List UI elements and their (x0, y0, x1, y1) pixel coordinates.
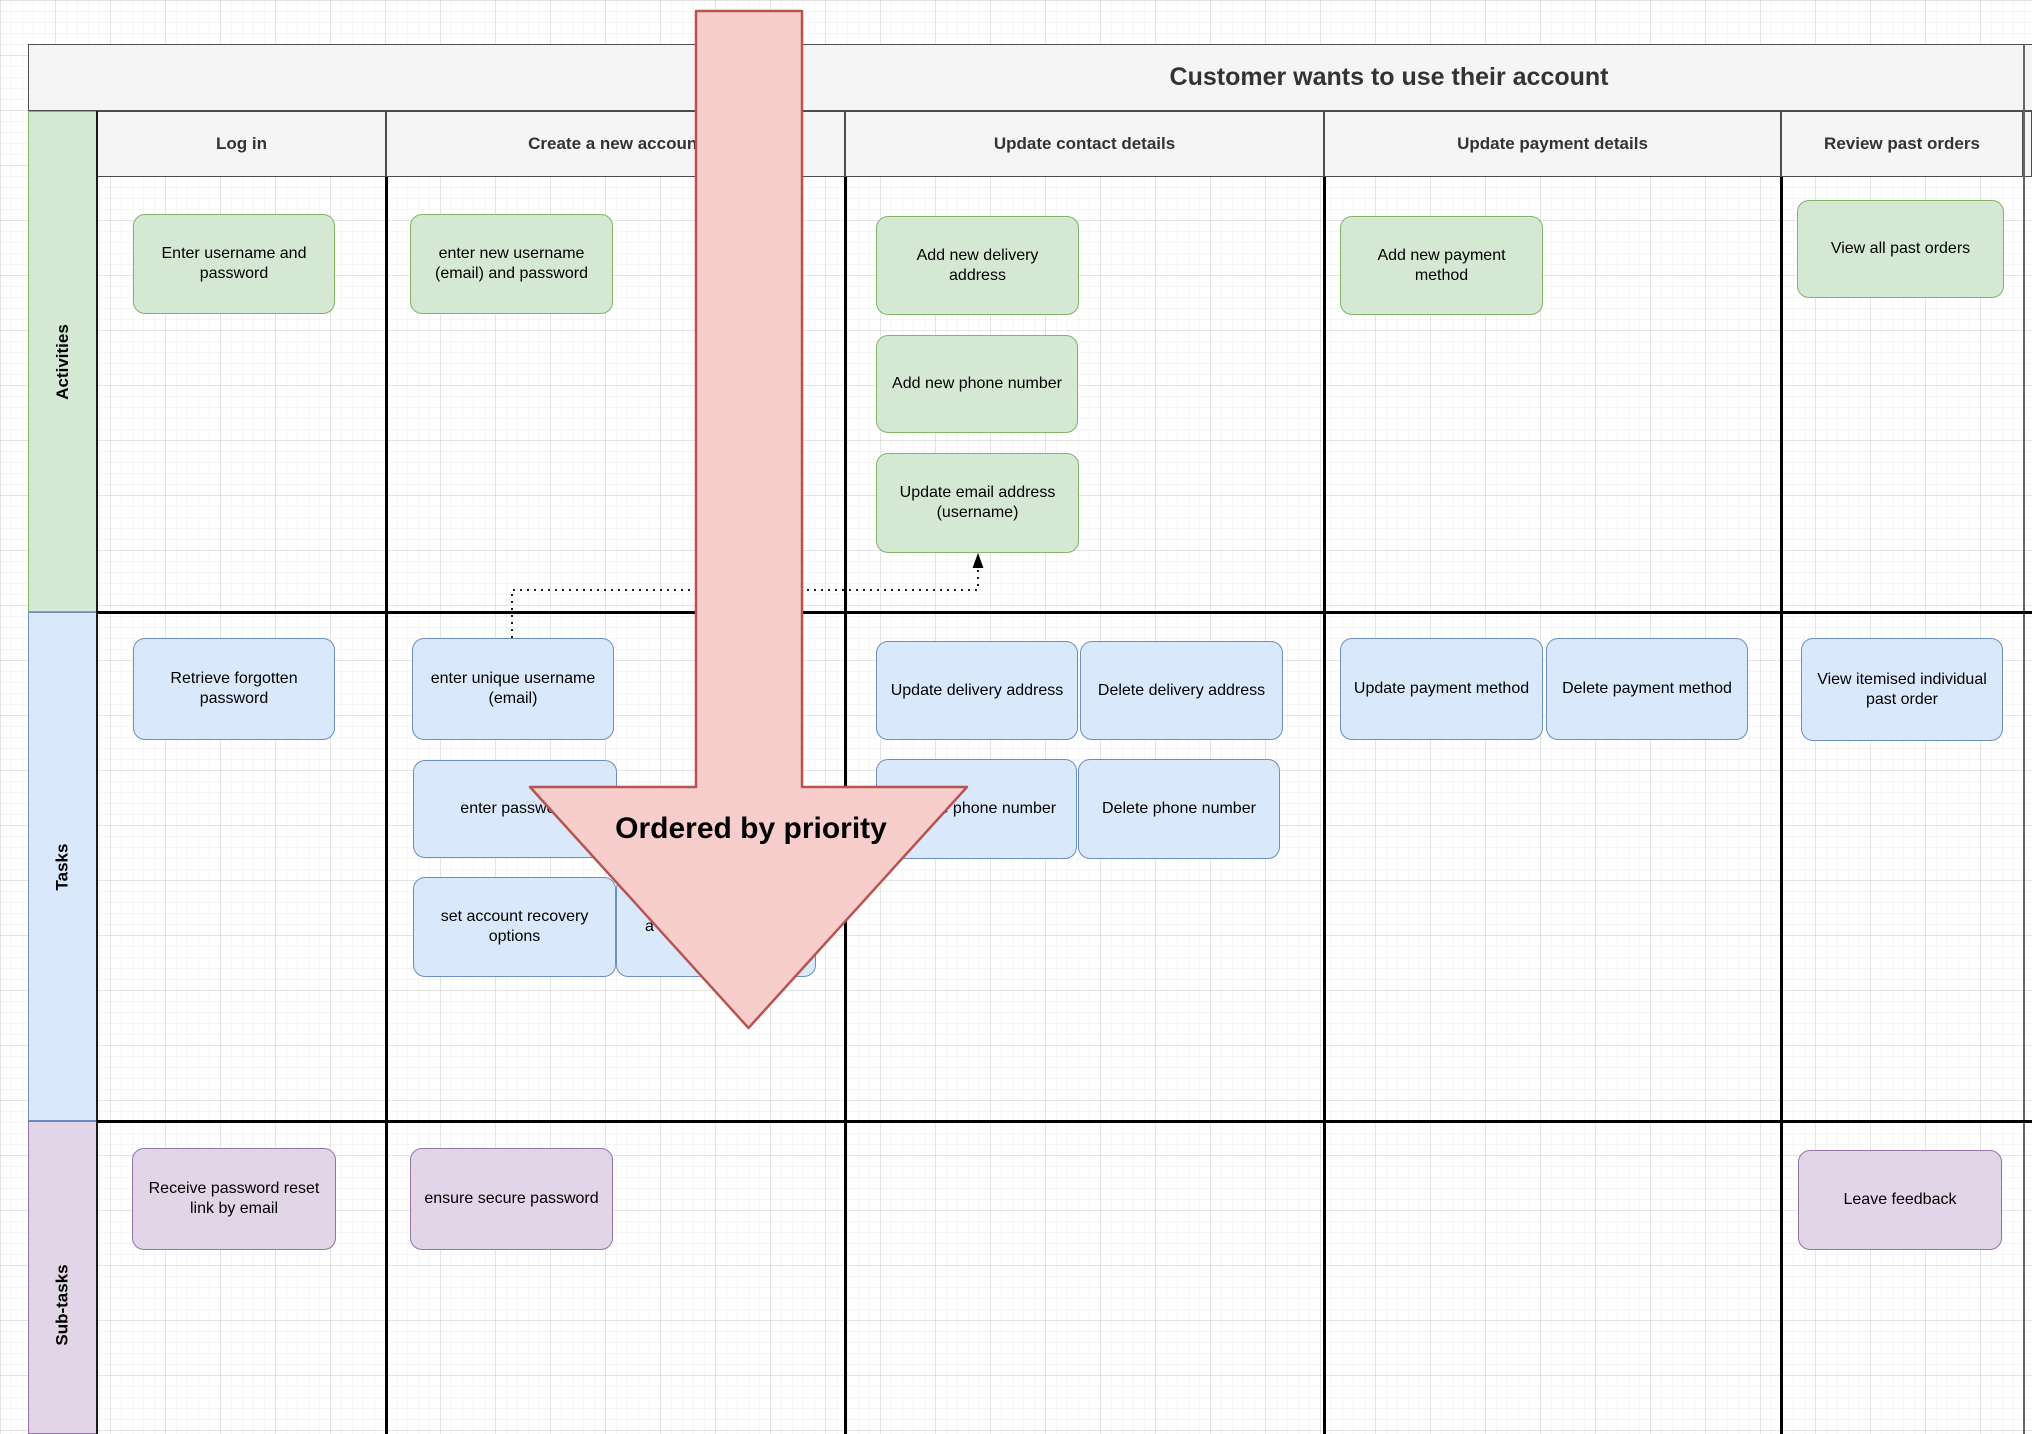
column-header-label: Review past orders (1824, 134, 1980, 153)
row-band-activities[interactable]: Activities (28, 111, 97, 612)
task-card[interactable]: Update delivery address (876, 641, 1078, 740)
task-card[interactable]: enter unique username (email) (412, 638, 614, 740)
card-label: Update payment method (1353, 680, 1530, 697)
priority-arrow-label: Ordered by priority (615, 812, 887, 845)
subtask-card[interactable]: ensure secure password (410, 1148, 613, 1250)
activity-card[interactable]: Add new phone number (876, 335, 1078, 433)
task-card[interactable]: Delete payment method (1546, 638, 1748, 740)
activity-card[interactable]: Update email address (username) (876, 453, 1079, 553)
activity-card[interactable]: Add new delivery address (876, 216, 1079, 315)
card-label: Update delivery address (890, 681, 1064, 699)
card-label: Retrieve forgotten password (170, 670, 298, 707)
table-border (2023, 44, 2025, 1434)
task-card[interactable]: Delete phone number (1078, 759, 1280, 859)
table-border (1323, 177, 1326, 1434)
epic-title-bar[interactable] (28, 44, 2032, 111)
task-card[interactable]: Retrieve forgotten password (133, 638, 335, 740)
column-header-log-in[interactable]: Log in (97, 111, 386, 177)
card-label: View all past orders (1830, 240, 1971, 257)
card-label: enter unique username (email) (430, 670, 596, 707)
task-card[interactable]: Update payment method (1340, 638, 1543, 740)
card-label: Delete delivery address (1097, 681, 1266, 699)
column-header-update-payment[interactable]: Update payment details (1324, 111, 1781, 177)
row-band-label: Sub-tasks (52, 1264, 72, 1346)
card-label: Receive password reset link by email (148, 1180, 320, 1217)
column-header-label: Update contact details (993, 134, 1176, 153)
card-label: Update email address (username) (899, 484, 1056, 521)
activity-card[interactable]: Enter username and password (133, 214, 335, 314)
task-card-partially-hidden[interactable]: a (616, 877, 816, 977)
column-header-create-account[interactable]: Create a new account (386, 111, 845, 177)
table-border (1780, 177, 1783, 1434)
connector-arrowhead-icon (972, 553, 984, 568)
card-label: Delete payment method (1562, 680, 1732, 697)
column-header-review-orders[interactable]: Review past orders (1781, 111, 2023, 177)
card-label: Leave feedback (1843, 1191, 1957, 1208)
column-header-label: Create a new account (528, 134, 703, 153)
connector-path[interactable] (511, 566, 979, 638)
card-label: Add new payment method (1377, 246, 1506, 284)
activity-card[interactable]: View all past orders (1797, 200, 2004, 298)
card-label: set account recovery options (440, 908, 589, 945)
epic-title: Customer wants to use their account (1169, 63, 1609, 91)
row-band-label: Tasks (52, 843, 72, 890)
row-divider-activities-tasks (97, 611, 2032, 614)
row-divider-tasks-subtasks (97, 1120, 2032, 1123)
subtask-card[interactable]: Receive password reset link by email (132, 1148, 336, 1250)
card-label: Add new phone number (892, 375, 1062, 392)
table-border (385, 177, 388, 1434)
activity-card[interactable]: enter new username (email) and password (410, 214, 613, 314)
row-band-label: Activities (52, 323, 72, 400)
card-label: Add new delivery address (916, 246, 1039, 284)
row-band-tasks[interactable]: Tasks (28, 612, 97, 1121)
column-header-label: Log in (216, 134, 267, 153)
card-label: a (645, 918, 654, 935)
subtask-card[interactable]: Leave feedback (1798, 1150, 2002, 1250)
activity-card[interactable]: Add new payment method (1340, 216, 1543, 315)
column-header-update-contact[interactable]: Update contact details (845, 111, 1324, 177)
table-border (96, 111, 98, 1434)
column-header-label: Update payment details (1457, 134, 1648, 153)
task-card[interactable]: set account recovery options (413, 877, 616, 977)
card-label: View itemised individual past order (1817, 670, 1987, 708)
card-label: enter new username (email) and password (435, 245, 588, 282)
row-band-subtasks[interactable]: Sub-tasks (28, 1121, 97, 1434)
card-label: Delete phone number (1102, 800, 1256, 817)
card-label: Enter username and password (161, 245, 307, 282)
task-card[interactable]: Delete delivery address (1080, 641, 1283, 740)
task-card[interactable]: View itemised individual past order (1801, 638, 2003, 741)
card-label: ensure secure password (424, 1190, 599, 1207)
